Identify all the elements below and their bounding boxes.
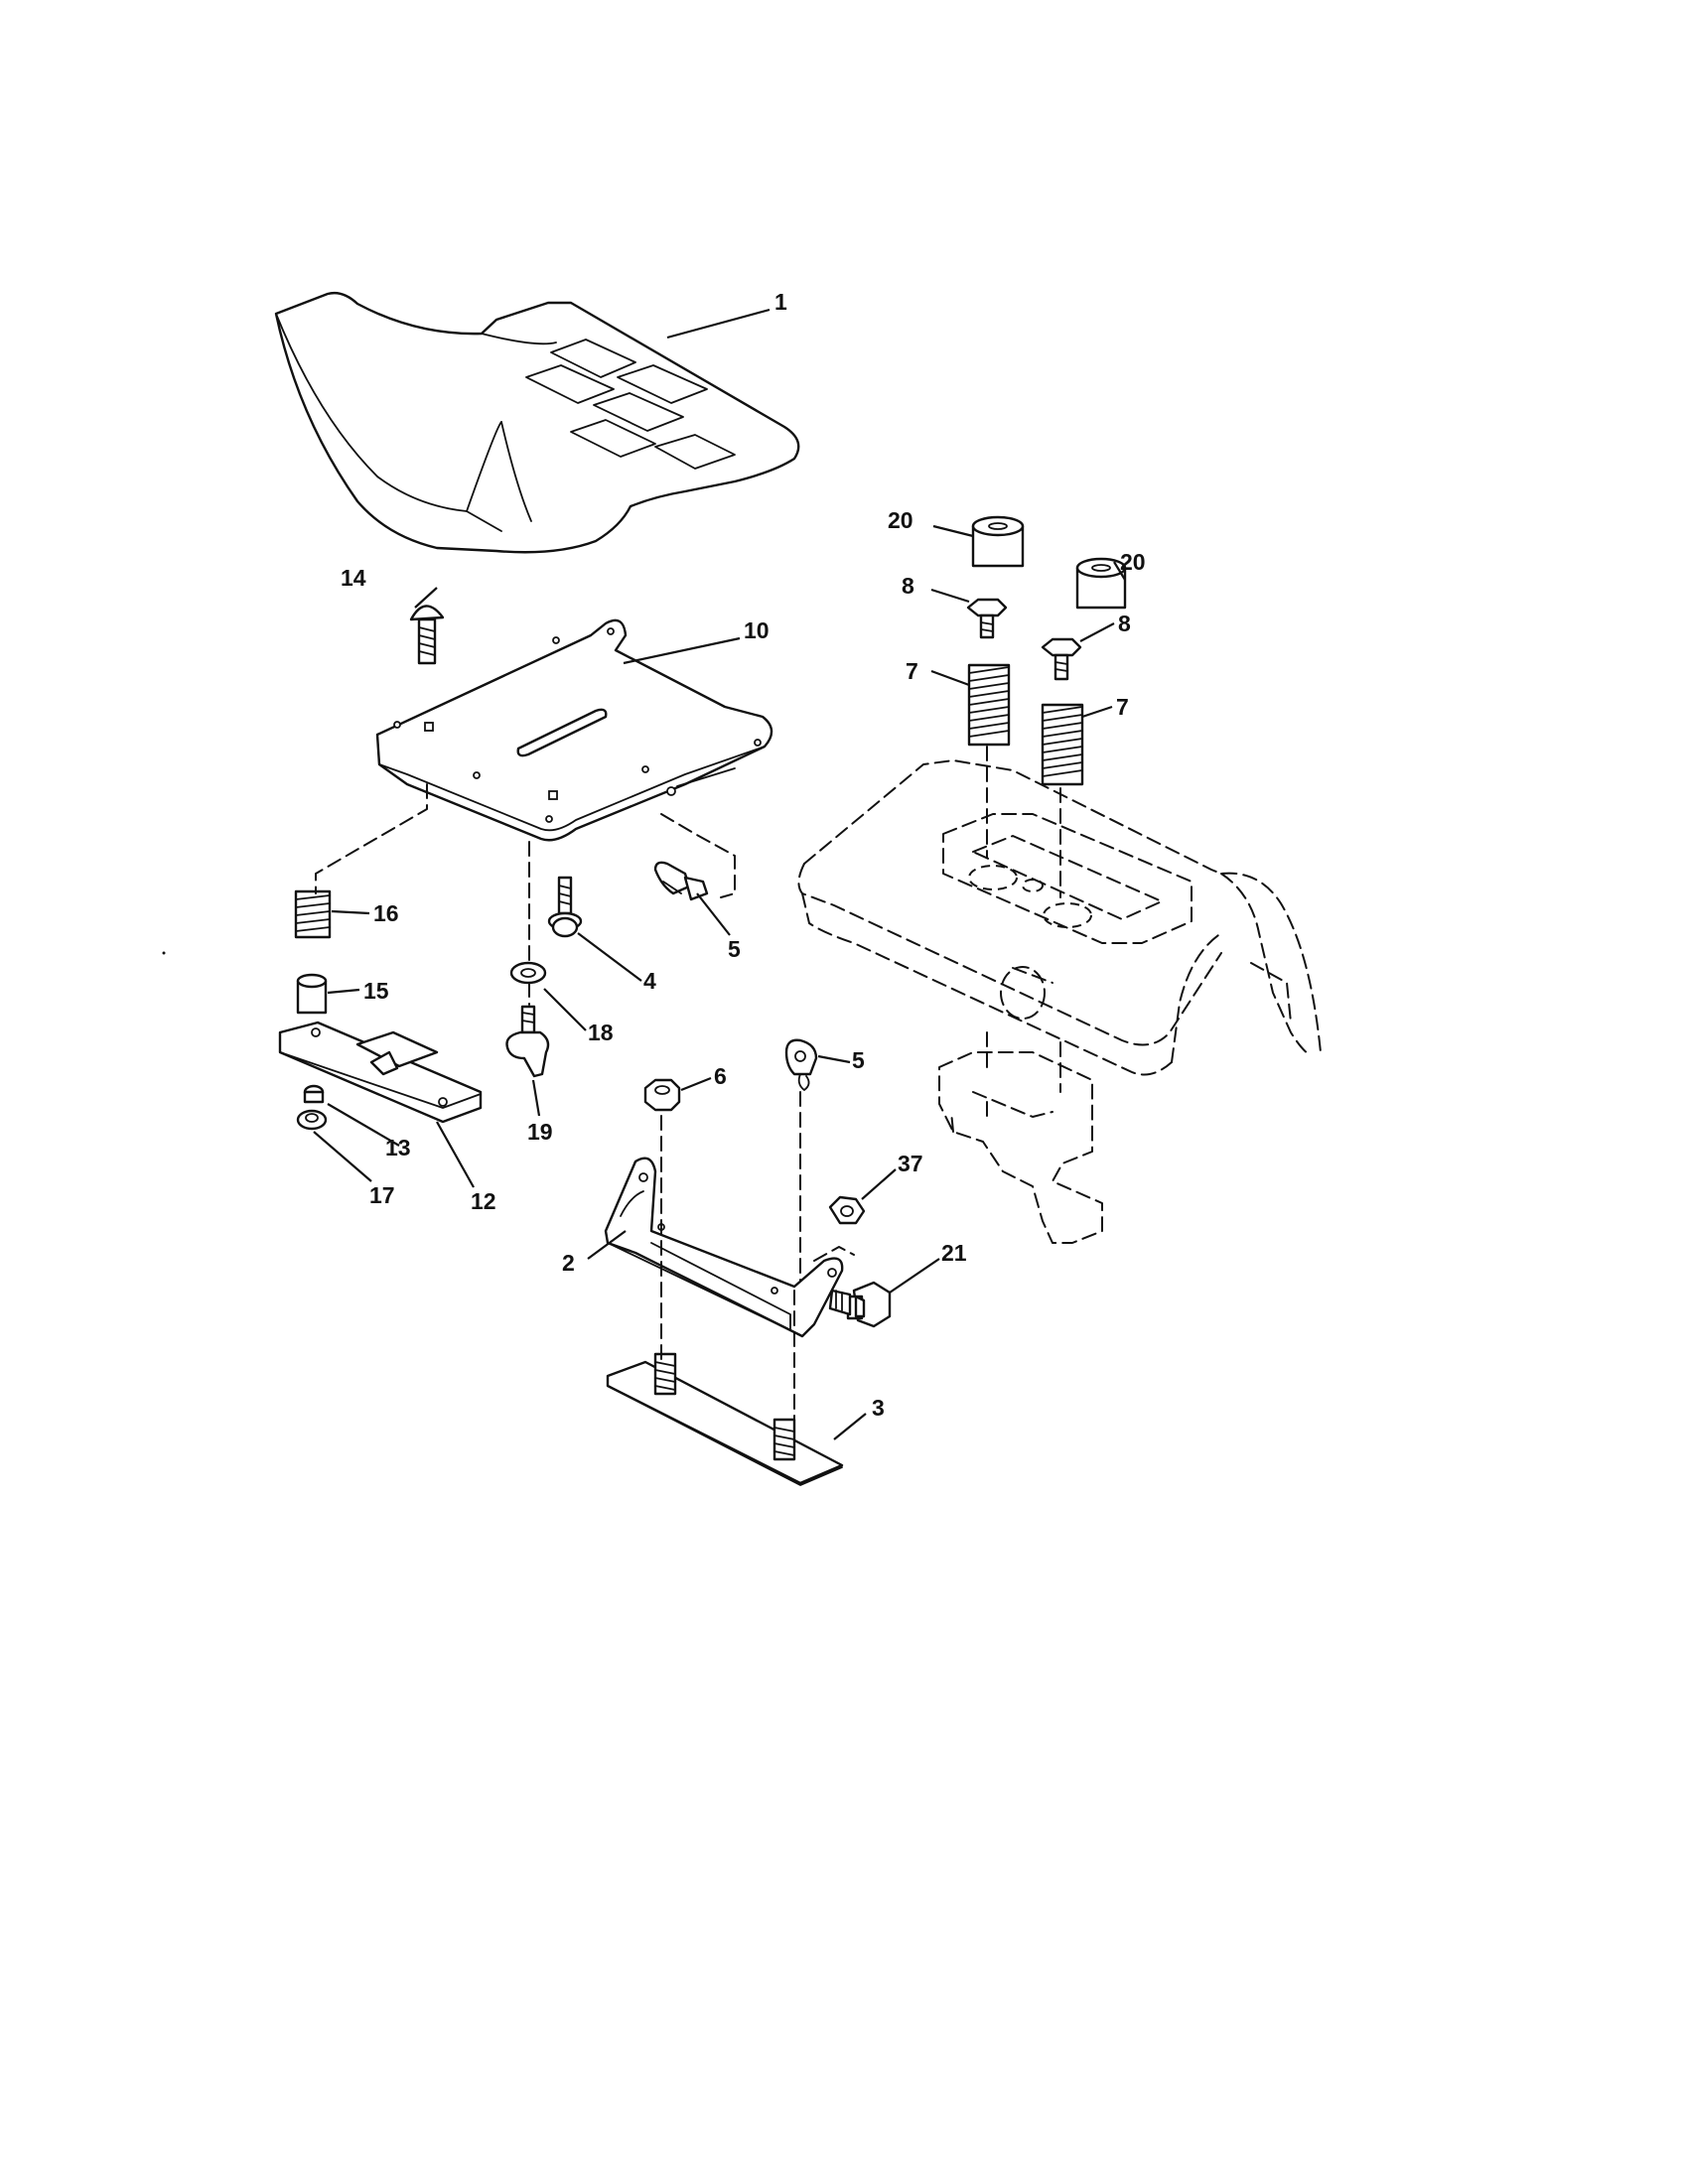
callout-17: 17 bbox=[369, 1182, 395, 1208]
callout-7-right: 7 bbox=[1116, 694, 1129, 720]
seat-adjuster-plate bbox=[278, 1021, 483, 1124]
callout-14: 14 bbox=[341, 565, 366, 591]
stud-plate bbox=[606, 1352, 844, 1486]
callout-10: 10 bbox=[744, 617, 770, 643]
flange-nut bbox=[296, 1109, 328, 1131]
spring-clip-lower bbox=[784, 1038, 818, 1091]
seat-spring-left bbox=[967, 663, 1011, 747]
spring-clip-upper bbox=[653, 861, 709, 901]
callout-13: 13 bbox=[385, 1135, 411, 1160]
callout-5-lower: 5 bbox=[852, 1047, 865, 1073]
callout-19: 19 bbox=[527, 1119, 553, 1145]
assembly-guide-lines bbox=[315, 746, 1061, 1421]
frame-fender-reference bbox=[797, 759, 1322, 1244]
callout-3: 3 bbox=[872, 1395, 885, 1421]
callout-20-right: 20 bbox=[1120, 549, 1146, 575]
callout-7-left: 7 bbox=[906, 658, 918, 684]
callout-5-upper: 5 bbox=[728, 936, 741, 962]
lock-nut bbox=[828, 1195, 866, 1225]
callout-4: 4 bbox=[643, 968, 656, 994]
callout-16: 16 bbox=[373, 900, 399, 926]
hex-nut-small bbox=[303, 1084, 325, 1104]
shoulder-bolt bbox=[547, 876, 583, 938]
callout-37: 37 bbox=[898, 1151, 923, 1176]
shoulder-bolt-pivot bbox=[828, 1281, 892, 1328]
adjustment-knob bbox=[505, 1005, 550, 1078]
flat-washer bbox=[509, 961, 547, 985]
hex-bolt-left bbox=[966, 598, 1008, 639]
callout-2: 2 bbox=[562, 1250, 575, 1276]
callout-12: 12 bbox=[471, 1188, 496, 1214]
seat bbox=[274, 291, 800, 554]
rubber-spacer-left bbox=[971, 515, 1025, 568]
hex-nut-bracket bbox=[643, 1078, 681, 1112]
callout-labels: 1 14 10 16 15 4 5 18 19 13 17 12 6 5 37 … bbox=[341, 289, 1146, 1421]
callout-18: 18 bbox=[588, 1020, 614, 1045]
rubber-spacer-right bbox=[1075, 557, 1127, 610]
stray-dot bbox=[162, 951, 166, 955]
callout-20-left: 20 bbox=[888, 507, 913, 533]
seat-spring-right bbox=[1041, 703, 1084, 786]
hex-bolt-right bbox=[1041, 637, 1082, 681]
callout-6: 6 bbox=[714, 1063, 727, 1089]
callout-15: 15 bbox=[363, 978, 389, 1004]
callout-1: 1 bbox=[774, 289, 787, 315]
callout-21: 21 bbox=[941, 1240, 967, 1266]
spacer bbox=[296, 973, 328, 1015]
callout-8-right: 8 bbox=[1118, 611, 1131, 636]
leader-lines bbox=[313, 308, 1126, 1440]
seat-pan bbox=[375, 618, 773, 842]
compression-spring bbox=[294, 889, 332, 939]
carriage-bolt bbox=[409, 605, 445, 665]
callout-8-left: 8 bbox=[902, 573, 914, 599]
seat-mounting-bracket bbox=[604, 1157, 844, 1338]
